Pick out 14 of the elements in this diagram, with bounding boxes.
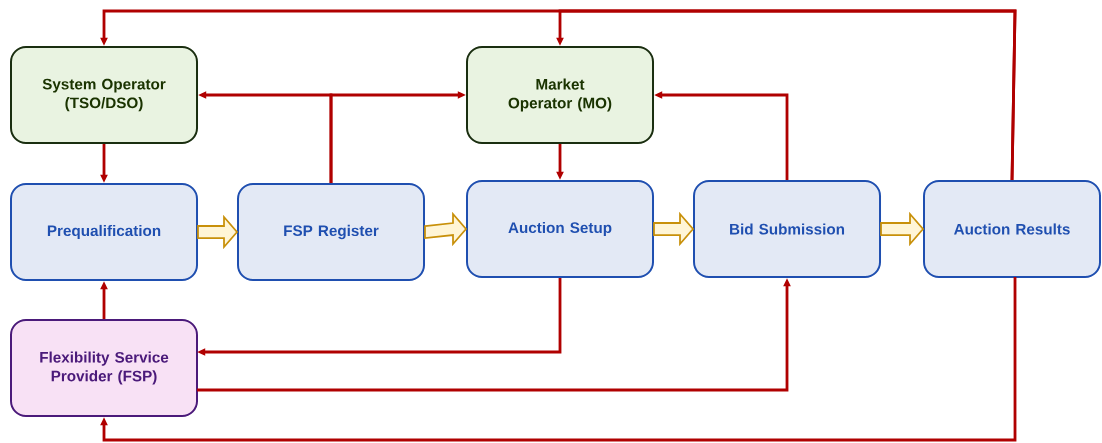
block-arrow — [880, 211, 925, 247]
process-box: Bid Submission — [693, 180, 881, 278]
block-arrow — [653, 211, 695, 247]
block-arrow — [197, 214, 239, 250]
operator-box: Market Operator (MO) — [466, 46, 654, 144]
arrow — [556, 9, 1017, 181]
block-arrow — [424, 211, 468, 247]
process-box: Prequalification — [10, 183, 198, 281]
process-box: FSP Register — [237, 183, 425, 281]
operator-box: System Operator (TSO/DSO) — [10, 46, 198, 144]
process-box: Auction Results — [923, 180, 1101, 278]
provider-box: Flexibility Service Provider (FSP) — [10, 319, 198, 417]
arrow — [100, 277, 1017, 442]
process-box: Auction Setup — [466, 180, 654, 278]
